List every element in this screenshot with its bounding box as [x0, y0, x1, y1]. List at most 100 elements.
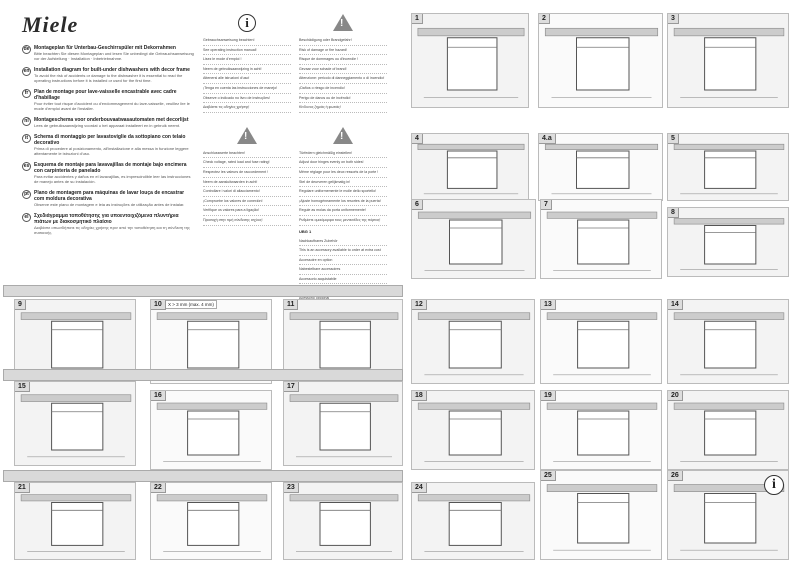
language-flag-icon: it [22, 134, 31, 143]
section-title: Installation diagram for built-under dis… [34, 67, 190, 73]
instruction-line: ¡Ajuste homogéneamente los resortes de l… [299, 197, 387, 207]
step-illustration [417, 211, 532, 271]
step-number: 17 [284, 382, 299, 392]
step-panel: 3 [667, 13, 789, 108]
step-number: 5 [668, 134, 679, 144]
step-number: 10 [151, 300, 166, 310]
instruction-line: Accessoire en option [299, 256, 387, 266]
step-illustration [544, 27, 659, 98]
section-title: Esquema de montaje para lavavajillas de … [34, 162, 187, 174]
instruction-line: Anschlusswerte beachten! [203, 149, 291, 159]
language-flag-icon: nl [22, 117, 31, 126]
step-illustration [20, 394, 132, 458]
section-body: To avoid the risk of accidents or damage… [34, 73, 183, 83]
row-divider [3, 369, 403, 381]
instruction-line: Neem de gebruiksaanwijzing in acht! [203, 65, 291, 75]
step-illustration [673, 484, 785, 551]
step-number: 4 [412, 134, 423, 144]
step-panel: 4.a [538, 133, 663, 201]
instruction-line: Lisez le mode d'emploi ! [203, 55, 291, 65]
instruction-line: Neem de aansluitwaarden in acht! [203, 178, 291, 188]
section-body: Observe este plano de montagem e leia as… [34, 202, 185, 207]
language-flag-icon: es [22, 162, 31, 171]
step-number: 6 [412, 200, 423, 210]
step-illustration [289, 494, 399, 552]
section-title: Schema di montaggio per lavastoviglie da… [34, 134, 186, 146]
step-panel: 2 [538, 13, 663, 108]
step-illustration [156, 312, 268, 376]
instruction-line: Nabestelbare accessoires [299, 265, 387, 275]
instruction-line: Check voltage, rated load and fuse ratin… [203, 158, 291, 168]
step-number: 18 [412, 391, 427, 401]
instruction-line: Regule as molas da porta uniformemente! [299, 206, 387, 216]
step-panel: 21 [14, 482, 136, 560]
gap-dimension-label: X > 3 mm (max. 4 mm) [165, 300, 217, 309]
step-illustration [20, 312, 132, 376]
step-illustration [289, 394, 399, 458]
step-number: 1 [412, 14, 423, 24]
step-panel: 22 [150, 482, 272, 560]
step-illustration [673, 27, 785, 98]
step-illustration [546, 211, 658, 271]
step-panel: 12 [411, 299, 535, 384]
section-title: Σχεδιάγραμμα τοποθέτησης για υποεντοιχιζ… [34, 213, 179, 225]
warning-icon: ! [333, 126, 353, 144]
step-number: 25 [541, 471, 556, 481]
language-flag-icon: de [22, 45, 31, 54]
section-title: Montageplan für Unterbau-Geschirrspüler … [34, 45, 176, 51]
step-number: 14 [668, 300, 683, 310]
instruction-line: ¡Daños o riesgo de incendio! [299, 84, 387, 94]
step-illustration [417, 143, 525, 195]
section-body: Bitte beachten Sie diesen Montageplan un… [34, 51, 194, 61]
instruction-line: Observe o indicado no livro de instruçõe… [203, 94, 291, 104]
step-illustration [673, 218, 785, 270]
instruction-line: Türfedern gleichmäßig einstellen! [299, 149, 387, 159]
instruction-line: Perigo de danos ou de incêndio! [299, 94, 387, 104]
step-panel: 6 [411, 199, 536, 279]
step-number: 22 [151, 483, 166, 493]
step-number: 7 [541, 200, 552, 210]
step-panel: 16 [150, 390, 272, 470]
language-flag-icon: fr [22, 89, 31, 98]
instruction-line: Regolare uniformemente le molle dello sp… [299, 187, 387, 197]
step-panel: 20 [667, 390, 789, 470]
instruction-line: Verifique os valores para a ligação! [203, 206, 291, 216]
step-number: 20 [668, 391, 683, 401]
step-panel: 24 [411, 482, 535, 560]
step-number: 26 [668, 471, 683, 481]
step-panel: 4 [411, 133, 529, 201]
step-illustration [417, 494, 531, 552]
step-number: 24 [412, 483, 427, 493]
info-icon: i [238, 14, 256, 32]
step-number: 8 [668, 208, 679, 218]
info-column: i Gebrauchsanweisung beachten!See operat… [203, 14, 291, 226]
warning-icon: ! [333, 14, 353, 31]
step-illustration [673, 143, 785, 195]
step-illustration [544, 143, 659, 195]
step-illustration [673, 402, 785, 462]
step-number: 9 [15, 300, 26, 310]
instruction-line: ¡Compruebe los valores de conexión! [203, 197, 291, 207]
instruction-line: Attenersi alle istruzioni d'uso! [203, 74, 291, 84]
step-panel: 7 [540, 199, 662, 279]
row-divider [3, 285, 403, 297]
instruction-line: Adjust door hinges evenly on both sides! [299, 158, 387, 168]
step-number: 21 [15, 483, 30, 493]
section-body: Lees de gebruiksaanwijzing voordat u het… [34, 123, 181, 128]
instruction-line: Attenzione: pericolo di danneggiamento o… [299, 74, 387, 84]
step-illustration [156, 494, 268, 552]
step-illustration [546, 484, 658, 551]
instruction-line: Respectez les valeurs de raccordement ! [203, 168, 291, 178]
step-panel: 15 [14, 381, 136, 466]
row-divider [3, 470, 403, 482]
warning-icon: ! [237, 126, 257, 144]
instruction-line: Κίνδυνος ζημιάς ή φωτιάς! [299, 103, 387, 113]
